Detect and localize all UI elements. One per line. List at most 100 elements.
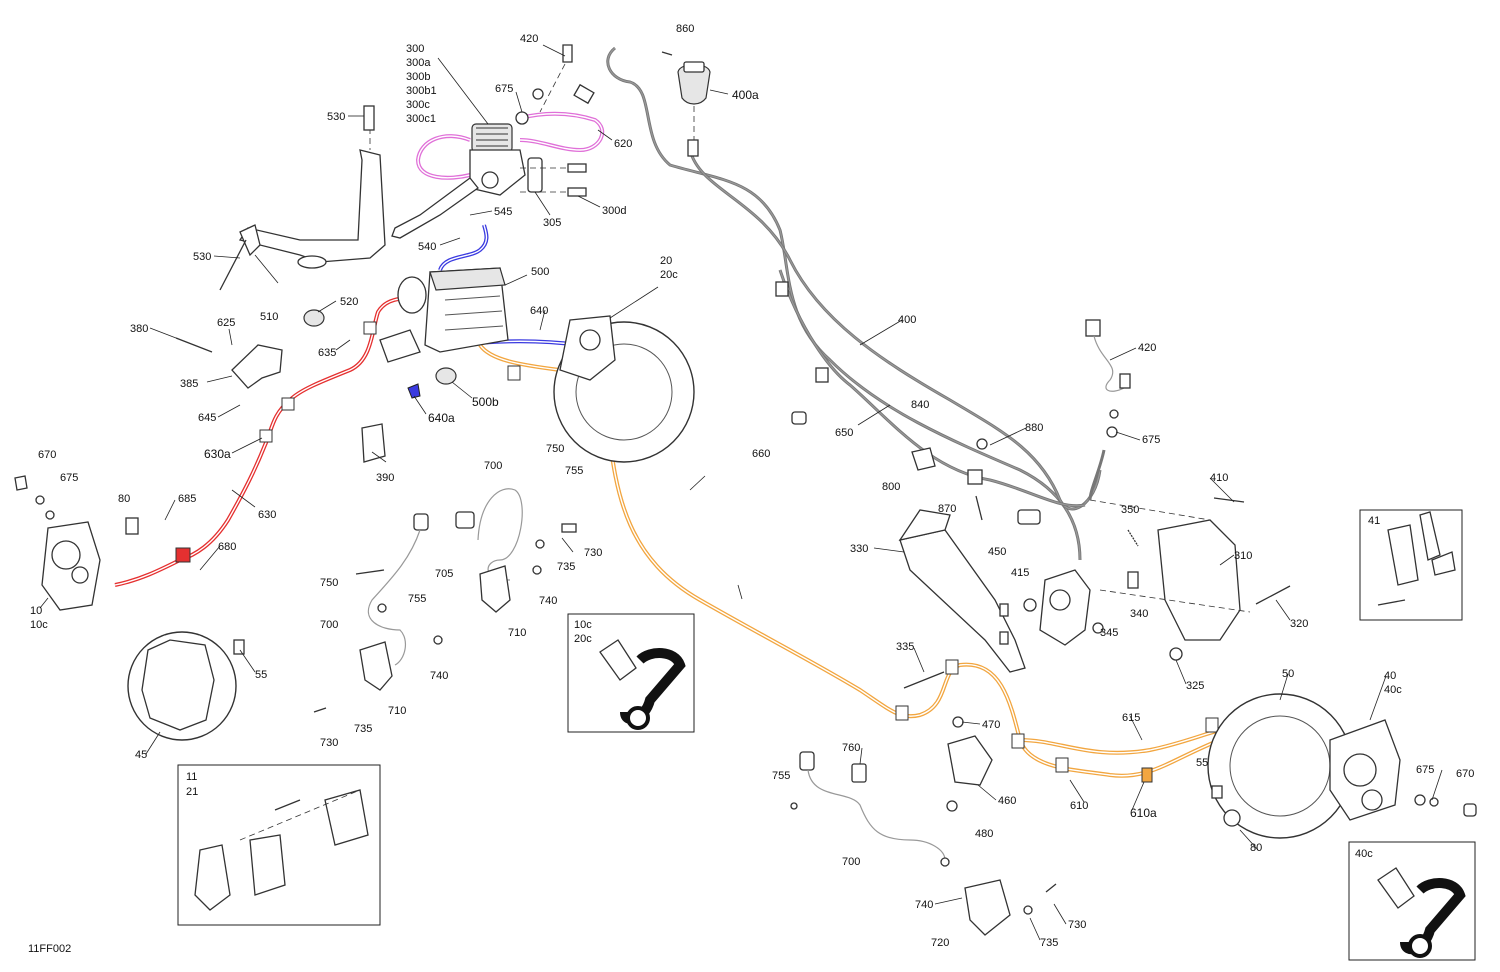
callout-530-top: 530 (327, 111, 345, 123)
leader-lines (39, 44, 1443, 941)
callout-670-left: 670 (38, 449, 56, 461)
callout-20: 20 (660, 255, 672, 267)
reservoir-400a (661, 51, 711, 140)
callout-610: 610 (1070, 800, 1088, 812)
brake-pedal-330 (898, 509, 1026, 673)
rear-caliper-10 (14, 475, 139, 611)
callout-45: 45 (135, 749, 147, 761)
callout-310: 310 (1234, 550, 1252, 562)
callout-755-top: 755 (565, 465, 583, 477)
callout-545: 545 (494, 206, 512, 218)
callout-710-left: 710 (388, 705, 406, 717)
callout-720: 720 (931, 937, 949, 949)
rear-disc-45 (127, 631, 245, 741)
callout-300d: 300d (602, 205, 626, 217)
clip-660 (791, 411, 807, 425)
callout-400a: 400a (732, 88, 759, 102)
callout-675-left: 675 (60, 472, 78, 484)
callout-735-left: 735 (354, 723, 372, 735)
callout-675-top: 675 (495, 83, 513, 95)
callout-520: 520 (340, 296, 358, 308)
callout-460: 460 (998, 795, 1016, 807)
callout-630: 630 (258, 509, 276, 521)
callout-50: 50 (1282, 668, 1294, 680)
callout-300b1: 300b1 (406, 85, 437, 97)
callout-640a: 640a (428, 411, 455, 425)
callout-300b: 300b (406, 71, 430, 83)
callout-330: 330 (850, 543, 868, 555)
callout-675-right: 675 (1142, 434, 1160, 446)
callout-415: 415 (1011, 567, 1029, 579)
callout-615: 615 (1122, 712, 1140, 724)
inset-label-21: 21 (186, 786, 198, 798)
inset-label-11: 11 (186, 771, 197, 783)
callout-510: 510 (260, 311, 278, 323)
sensor-420-right (1085, 319, 1131, 501)
callout-635: 635 (318, 347, 336, 359)
callout-410: 410 (1210, 472, 1228, 484)
inset-rear-pads (177, 764, 381, 926)
callout-705: 705 (435, 568, 453, 580)
callout-500: 500 (531, 266, 549, 278)
plate-390 (361, 423, 386, 463)
callout-80-left: 80 (118, 493, 130, 505)
rear-brake-line-red (114, 296, 421, 587)
wss-700-left (313, 513, 443, 713)
grey-brake-lines (573, 46, 1102, 561)
callout-870: 870 (938, 503, 956, 515)
callout-650: 650 (835, 427, 853, 439)
wss-700-top (455, 488, 577, 613)
callout-400: 400 (898, 314, 916, 326)
callout-20c: 20c (660, 269, 678, 281)
callout-325: 325 (1186, 680, 1204, 692)
callout-300: 300 (406, 43, 424, 55)
callout-840: 840 (911, 399, 929, 411)
front-disc-20 (553, 315, 695, 463)
callout-660: 660 (752, 448, 770, 460)
callout-700-left: 700 (320, 619, 338, 631)
callout-755-left: 755 (408, 593, 426, 605)
callout-620: 620 (614, 138, 632, 150)
callout-880: 880 (1025, 422, 1043, 434)
callout-610a: 610a (1130, 806, 1157, 820)
callout-625: 625 (217, 317, 235, 329)
master-line-pink (415, 111, 605, 180)
callout-530-left: 530 (193, 251, 211, 263)
callout-10: 10 (30, 605, 42, 617)
bracket-510 (219, 105, 386, 291)
callout-730-left: 730 (320, 737, 338, 749)
callout-450: 450 (988, 546, 1006, 558)
callout-300c: 300c (406, 99, 430, 111)
callout-860: 860 (676, 23, 694, 35)
callout-55-left: 55 (255, 669, 267, 681)
clip-800 (911, 447, 936, 471)
master-cylinder (391, 123, 587, 239)
callout-675-far-right: 675 (1416, 764, 1434, 776)
callout-680: 680 (218, 541, 236, 553)
callout-740-left: 740 (430, 670, 448, 682)
drawing-code: 11FF002 (28, 943, 71, 955)
callout-390: 390 (376, 472, 394, 484)
callout-750-left: 750 (320, 577, 338, 589)
callout-385: 385 (180, 378, 198, 390)
callout-730-bottom: 730 (1068, 919, 1086, 931)
callout-670-right: 670 (1456, 768, 1474, 780)
callout-300c1: 300c1 (406, 113, 436, 125)
grommet-520 (303, 309, 325, 327)
callout-350: 350 (1121, 504, 1139, 516)
callout-730-top: 730 (584, 547, 602, 559)
inset-label-20c: 20c (574, 633, 592, 645)
callout-740-bottom: 740 (915, 899, 933, 911)
callout-540: 540 (418, 241, 436, 253)
callout-420-right: 420 (1138, 342, 1156, 354)
callout-735-top: 735 (557, 561, 575, 573)
inset-label-40c: 40c (1355, 848, 1373, 860)
callout-80-right: 80 (1250, 842, 1262, 854)
callout-735-bottom: 735 (1040, 937, 1058, 949)
callout-630a: 630a (204, 447, 231, 461)
callout-335: 335 (896, 641, 914, 653)
callout-10c: 10c (30, 619, 48, 631)
callout-305: 305 (543, 217, 561, 229)
pin-335 (903, 671, 945, 689)
callout-380: 380 (130, 323, 148, 335)
